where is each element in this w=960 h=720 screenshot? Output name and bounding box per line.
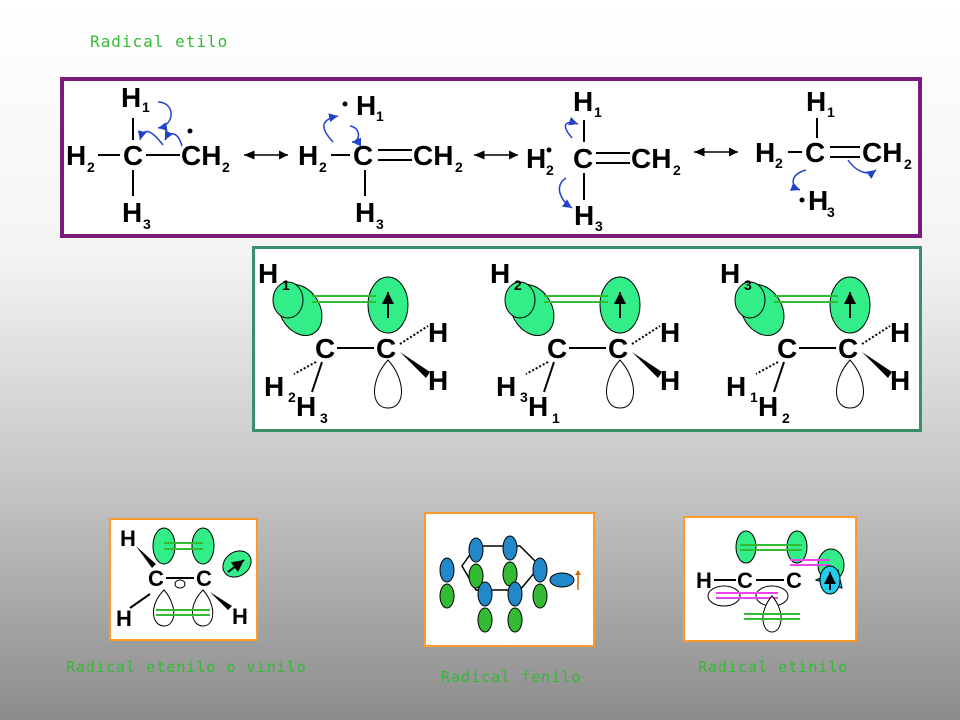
- svg-text:2: 2: [673, 162, 681, 178]
- conformer-1: H 1 1 C C H H H 2 H 3: [258, 258, 448, 426]
- svg-text:H: H: [116, 606, 132, 631]
- phenyl-radical-diagram: [439, 535, 581, 633]
- svg-text:1: 1: [594, 104, 602, 120]
- svg-text:1: 1: [142, 99, 150, 115]
- caption-phenyl: Radical fenilo: [441, 668, 582, 686]
- svg-text:H: H: [298, 140, 318, 171]
- svg-text:H: H: [660, 365, 680, 396]
- svg-text:H: H: [806, 86, 826, 117]
- svg-text:3: 3: [320, 410, 328, 426]
- svg-text:CH: CH: [631, 143, 671, 174]
- svg-text:H: H: [121, 82, 141, 113]
- svg-text:2: 2: [288, 389, 296, 405]
- svg-text:H: H: [808, 185, 828, 216]
- svg-text:C: C: [123, 140, 143, 171]
- svg-text:2: 2: [514, 277, 522, 293]
- svg-text:H: H: [355, 197, 375, 228]
- svg-text:2: 2: [319, 159, 327, 175]
- svg-text:H: H: [232, 604, 248, 629]
- page-title: Radical etilo: [90, 32, 229, 51]
- svg-text:H: H: [660, 317, 680, 348]
- svg-text:2: 2: [87, 159, 95, 175]
- svg-text:2: 2: [455, 159, 463, 175]
- svg-text:3: 3: [376, 216, 384, 232]
- svg-text:H: H: [726, 371, 746, 402]
- svg-text:H: H: [890, 365, 910, 396]
- svg-text:C: C: [608, 333, 628, 364]
- svg-text:CH: CH: [862, 137, 902, 168]
- svg-text:C: C: [376, 333, 396, 364]
- svg-text:H: H: [356, 90, 376, 121]
- svg-text:C: C: [196, 566, 212, 591]
- svg-text:1: 1: [827, 104, 835, 120]
- ethynyl-radical-diagram: H C C: [696, 530, 845, 633]
- svg-text:H: H: [428, 365, 448, 396]
- svg-text:H: H: [490, 258, 510, 289]
- svg-text:C: C: [148, 566, 164, 591]
- svg-text:C: C: [353, 140, 373, 171]
- conformer-3: H 3 3 C C H H H 1 H 2: [720, 258, 910, 426]
- resonance-structure-3: H 1 H 2 C CH 2 H 3: [526, 86, 681, 234]
- vinyl-radical-diagram: H C C H H: [116, 526, 252, 631]
- svg-text:H: H: [122, 197, 142, 228]
- svg-text:H: H: [720, 258, 740, 289]
- svg-text:3: 3: [520, 389, 528, 405]
- conformer-2: H 2 2 C C H H H 3 H 1: [490, 258, 680, 426]
- svg-text:1: 1: [376, 108, 384, 124]
- svg-text:H: H: [573, 86, 593, 117]
- resonance-structure-2: H 1 H 2 C CH 2 H 3: [298, 90, 463, 232]
- svg-text:CH: CH: [181, 140, 221, 171]
- svg-text:H: H: [296, 391, 316, 422]
- svg-text:3: 3: [595, 218, 603, 234]
- hyperconjugation-orbitals-panel: [252, 246, 922, 432]
- svg-text:2: 2: [775, 155, 783, 171]
- svg-text:H: H: [526, 143, 546, 174]
- svg-text:C: C: [315, 333, 335, 364]
- vinyl-radical-panel: [109, 518, 258, 641]
- svg-text:3: 3: [143, 216, 151, 232]
- svg-text:C: C: [786, 568, 802, 593]
- svg-text:C: C: [573, 143, 593, 174]
- svg-text:H: H: [696, 568, 712, 593]
- svg-text:H: H: [428, 317, 448, 348]
- caption-vinyl: Radical etenilo o vinilo: [66, 658, 307, 676]
- svg-text:H: H: [574, 200, 594, 231]
- svg-text:H: H: [264, 371, 284, 402]
- resonance-structure-4: H 1 H 2 C CH 2 H 3: [755, 86, 912, 220]
- caption-ethynyl: Radical etinilo: [698, 658, 849, 676]
- svg-text:H: H: [755, 137, 775, 168]
- svg-text:1: 1: [750, 389, 758, 405]
- svg-text:C: C: [838, 333, 858, 364]
- svg-text:C: C: [547, 333, 567, 364]
- svg-text:H: H: [758, 391, 778, 422]
- svg-text:2: 2: [546, 162, 554, 178]
- svg-text:CH: CH: [413, 140, 453, 171]
- svg-text:C: C: [777, 333, 797, 364]
- svg-text:H: H: [258, 258, 278, 289]
- svg-text:H: H: [890, 317, 910, 348]
- svg-text:2: 2: [904, 156, 912, 172]
- svg-text:2: 2: [222, 159, 230, 175]
- svg-text:H: H: [528, 391, 548, 422]
- svg-text:3: 3: [744, 277, 752, 293]
- svg-text:1: 1: [552, 410, 560, 426]
- resonance-structure-1: H 1 H 2 C CH 2 H 3: [66, 82, 230, 232]
- svg-text:C: C: [805, 137, 825, 168]
- svg-text:3: 3: [827, 204, 835, 220]
- svg-text:1: 1: [282, 277, 290, 293]
- svg-text:2: 2: [782, 410, 790, 426]
- svg-text:H: H: [120, 526, 136, 551]
- svg-text:H: H: [496, 371, 516, 402]
- svg-text:H: H: [66, 140, 86, 171]
- svg-text:C: C: [737, 568, 753, 593]
